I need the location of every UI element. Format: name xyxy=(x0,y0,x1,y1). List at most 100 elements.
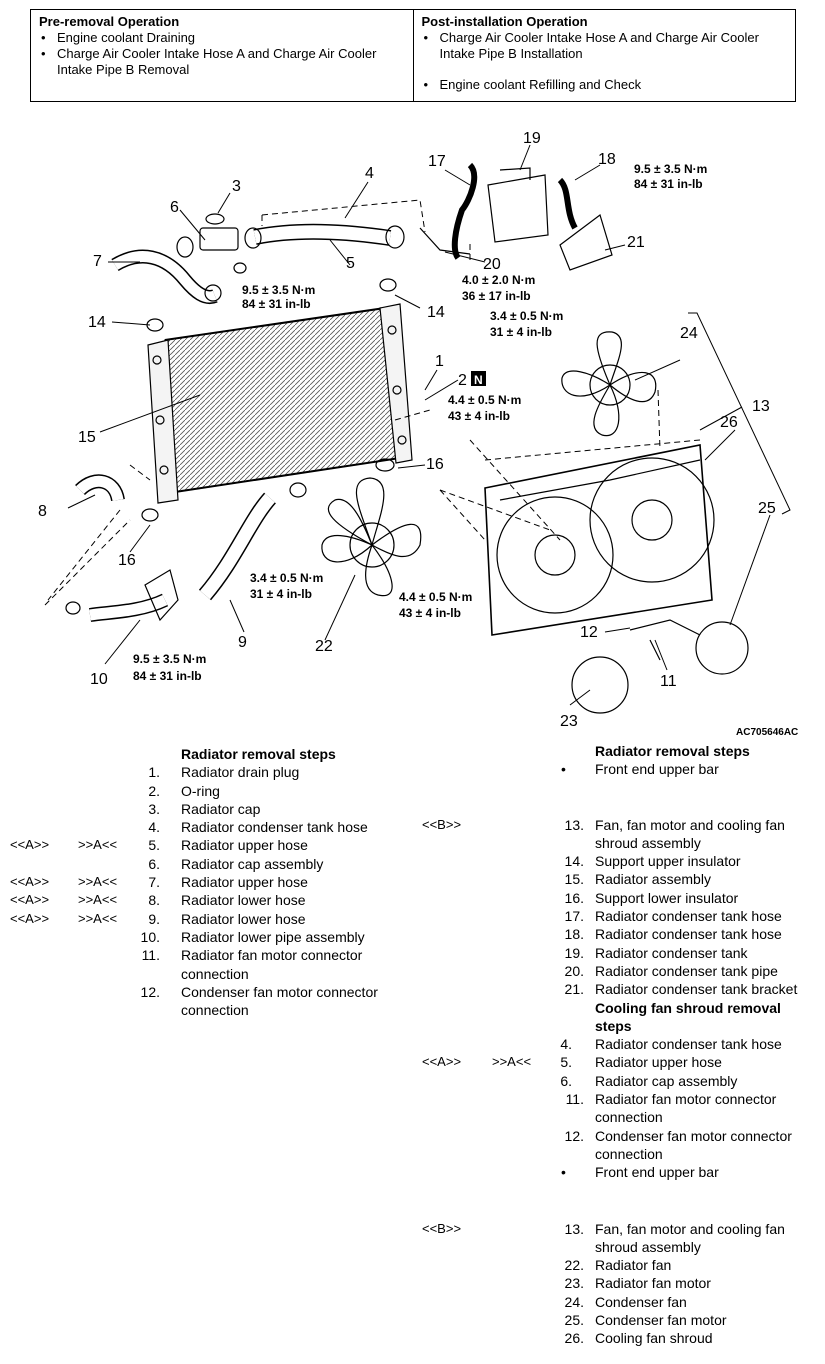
step-number: 6. xyxy=(148,855,160,872)
callout-16-left: 16 xyxy=(118,552,136,569)
step-text: Radiator condenser tank xyxy=(595,944,748,961)
step-row: <<A>>>>A<<8.Radiator lower hose xyxy=(0,891,410,909)
step-number: 12. xyxy=(564,1127,584,1144)
spacer xyxy=(410,1182,825,1220)
step-text: O-ring xyxy=(181,782,220,799)
step-text: Cooling fan shroud xyxy=(595,1330,713,1347)
callout-4: 4 xyxy=(365,165,374,182)
step-row: <<B>>13.Fan, fan motor and cooling fan s… xyxy=(410,816,825,853)
bullet-icon: • xyxy=(561,1164,566,1181)
bullet-icon: • xyxy=(561,761,566,778)
service-code-removal: <<A>> xyxy=(10,837,50,853)
callout-8: 8 xyxy=(38,503,47,520)
step-text: Support lower insulator xyxy=(595,889,739,906)
step-number: 14. xyxy=(564,853,584,870)
step-text: Radiator condenser tank hose xyxy=(181,819,368,836)
callout-15: 15 xyxy=(78,429,96,446)
left-removal-steps: Radiator removal steps 1.Radiator drain … xyxy=(0,745,410,1019)
step-row: 22.Radiator fan xyxy=(410,1256,825,1274)
list-title-row: Cooling fan shroud removal steps xyxy=(410,999,825,1036)
callout-11: 11 xyxy=(660,673,677,690)
step-number: 19. xyxy=(564,944,584,961)
callout-14-left: 14 xyxy=(88,314,106,331)
torque-value: 3.4 ± 0.5 N·m xyxy=(250,571,323,585)
torque-value: 3.4 ± 0.5 N·m xyxy=(490,309,563,323)
step-text: Radiator condenser tank hose xyxy=(595,908,782,925)
step-text: Front end upper bar xyxy=(595,1164,719,1181)
service-code-install: >>A<< xyxy=(492,1054,532,1070)
exploded-diagram: 3 6 4 7 5 17 19 18 21 20 14 14 15 1 2 N … xyxy=(38,130,798,738)
step-number: 15. xyxy=(564,871,584,888)
n-badge xyxy=(471,371,486,386)
step-number: 11. xyxy=(565,1091,584,1108)
list-title: Radiator removal steps xyxy=(595,743,750,759)
step-number: 9. xyxy=(148,910,160,927)
step-number: 11. xyxy=(141,947,160,964)
step-text: Radiator condenser tank hose xyxy=(595,926,782,943)
step-row: 11. Radiator fan motor connector connecti… xyxy=(410,1090,825,1127)
step-row: 12. Condenser fan motor connector connect… xyxy=(410,1127,825,1164)
step-row: 21.Radiator condenser tank bracket xyxy=(410,980,825,998)
list-title: Cooling fan shroud removal steps xyxy=(595,999,781,1034)
step-number: 22. xyxy=(564,1257,584,1274)
step-text: Radiator condenser tank hose xyxy=(595,1036,782,1053)
step-text: Front end upper bar xyxy=(595,761,719,778)
step-text: Condenser fan motor xyxy=(595,1312,727,1329)
torque-value: 43 ± 4 in-lb xyxy=(399,606,461,620)
torque-value: 36 ± 17 in-lb xyxy=(462,289,531,303)
step-text: Condenser fan motor connector connection xyxy=(595,1127,792,1162)
service-code-removal: <<A>> xyxy=(10,874,50,890)
torque-value: 84 ± 31 in-lb xyxy=(133,669,202,683)
service-code-removal: <<B>> xyxy=(422,1220,462,1236)
callout-20: 20 xyxy=(483,256,501,273)
operations-table: Pre-removal Operation Engine coolant Dra… xyxy=(30,9,796,102)
torque-value: 4.4 ± 0.5 N·m xyxy=(448,393,521,407)
torque-value: 9.5 ± 3.5 N·m xyxy=(634,162,707,176)
step-text: Radiator fan motor connector connection xyxy=(595,1091,777,1126)
step-row: 2.O-ring xyxy=(0,782,410,800)
service-code-removal: <<B>> xyxy=(422,816,462,832)
step-row: 15.Radiator assembly xyxy=(410,870,825,888)
torque-specs: 9.5 ± 3.5 N·m 84 ± 31 in-lb 9.5 ± 3.5 N·… xyxy=(133,162,707,683)
service-code-install: >>A<< xyxy=(78,837,118,853)
step-row: <<B>>13.Fan, fan motor and cooling fan s… xyxy=(410,1220,825,1257)
step-row: 14.Support upper insulator xyxy=(410,852,825,870)
callout-17: 17 xyxy=(428,153,446,170)
step-text: Radiator lower pipe assembly xyxy=(181,928,365,945)
torque-value: 84 ± 31 in-lb xyxy=(242,297,311,311)
torque-value: 9.5 ± 3.5 N·m xyxy=(133,652,206,666)
step-row: 26. Cooling fan shroud xyxy=(410,1329,825,1347)
step-number: 24. xyxy=(564,1293,584,1310)
callout-10: 10 xyxy=(90,671,108,688)
step-row: 11.Radiator fan motor connector connecti… xyxy=(0,946,410,983)
step-row: 17. Radiator condenser tank hose xyxy=(410,907,825,925)
step-number: 21. xyxy=(564,981,584,998)
pre-removal-column: Pre-removal Operation Engine coolant Dra… xyxy=(31,10,413,101)
step-number: 25. xyxy=(564,1312,584,1329)
step-number: 5. xyxy=(560,1054,572,1071)
list-title-row: Radiator removal steps xyxy=(0,745,410,763)
step-number: 26. xyxy=(564,1330,584,1347)
bullet-row: • Front end upper bar xyxy=(410,1163,825,1181)
n-badge-text: N xyxy=(474,373,483,387)
step-text: Radiator condenser tank pipe xyxy=(595,962,778,979)
callout-26: 26 xyxy=(720,414,738,431)
step-row: 12.Condenser fan motor connector connect… xyxy=(0,983,410,1020)
callout-18: 18 xyxy=(598,151,616,168)
step-number: 4. xyxy=(148,819,160,836)
step-row: 25. Condenser fan motor xyxy=(410,1311,825,1329)
torque-value: 31 ± 4 in-lb xyxy=(490,325,552,339)
step-row: 6.Radiator cap assembly xyxy=(0,855,410,873)
step-number: 17. xyxy=(564,908,584,925)
torque-value: 84 ± 31 in-lb xyxy=(634,177,703,191)
step-number: 6. xyxy=(560,1072,572,1089)
callout-22: 22 xyxy=(315,638,333,655)
step-number: 10. xyxy=(140,928,160,945)
callout-19: 19 xyxy=(523,130,541,147)
callout-13: 13 xyxy=(752,398,770,415)
step-text: Radiator fan motor xyxy=(595,1275,711,1292)
callout-25: 25 xyxy=(758,500,776,517)
callout-2: 2 xyxy=(458,372,467,389)
condenser-fan xyxy=(561,331,657,437)
step-number: 16. xyxy=(564,889,584,906)
